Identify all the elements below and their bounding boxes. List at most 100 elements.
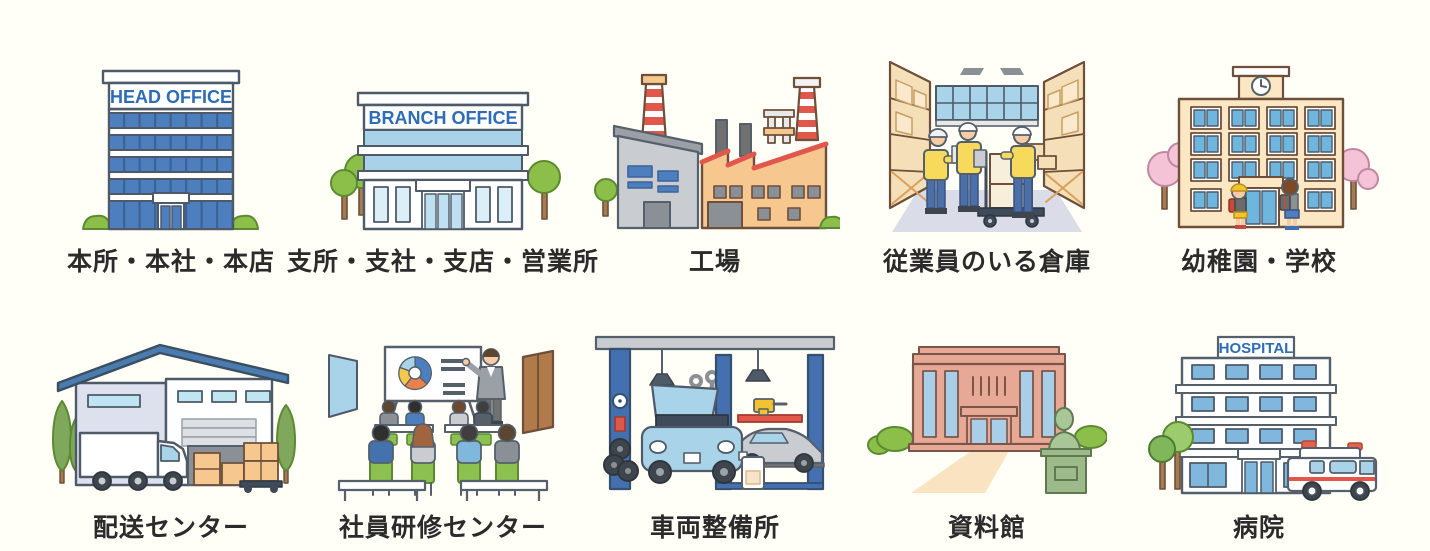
walkway bbox=[911, 451, 1009, 493]
door bbox=[521, 349, 555, 435]
entrance-canopy bbox=[415, 179, 471, 192]
vehicle-maintenance-illustration bbox=[594, 335, 836, 491]
dark-chimneys bbox=[715, 119, 752, 157]
conifer-right bbox=[276, 404, 296, 484]
tire-stack bbox=[603, 438, 639, 482]
factory-left-building bbox=[612, 124, 704, 230]
attendee bbox=[494, 423, 520, 496]
museum-illustration bbox=[867, 346, 1107, 494]
ceiling-lights bbox=[960, 68, 1024, 75]
card-training-center: 社員研修センター bbox=[308, 277, 578, 551]
cell-label: 社員研修センター bbox=[338, 514, 547, 542]
card-distribution-center: 配送センター bbox=[36, 277, 306, 551]
card-museum: 資料館 bbox=[852, 277, 1122, 551]
rack-right bbox=[1042, 60, 1086, 210]
branch-office-illustration: BRANCH OFFICE bbox=[330, 91, 561, 231]
cell-label: 従業員のいる倉庫 bbox=[882, 248, 1091, 276]
training-center-figure bbox=[323, 331, 563, 501]
windows bbox=[1190, 106, 1336, 212]
card-school: 幼稚園・学校 bbox=[1124, 0, 1394, 277]
card-hospital: HOSPITAL bbox=[1124, 277, 1394, 551]
schoolchild-right bbox=[1279, 178, 1300, 230]
blossom-trees-right bbox=[1336, 148, 1379, 210]
bush-left bbox=[867, 426, 914, 455]
card-staffed-warehouse: 従業員のいる倉庫 bbox=[852, 0, 1122, 277]
card-branch-office: BRANCH OFFICE bbox=[287, 0, 598, 277]
trees-left bbox=[1148, 421, 1194, 490]
worker-right bbox=[1000, 126, 1036, 218]
hospital-building: HOSPITAL bbox=[1175, 335, 1337, 495]
roof bbox=[56, 343, 290, 393]
entrance-canopy bbox=[152, 192, 190, 204]
branch-building: BRANCH OFFICE bbox=[356, 91, 530, 231]
crate-stack bbox=[239, 442, 283, 493]
pipe-chimney bbox=[763, 109, 795, 144]
factory-main-building bbox=[699, 141, 829, 230]
cell-label: 車両整備所 bbox=[649, 514, 780, 542]
school-figure bbox=[1139, 65, 1379, 235]
ceiling-beam bbox=[594, 335, 836, 351]
factory-figure bbox=[590, 70, 840, 235]
clock-tower bbox=[1231, 65, 1291, 101]
bush-right bbox=[819, 215, 840, 229]
tree-left bbox=[594, 178, 618, 217]
head-office-illustration: HEAD OFFICE bbox=[82, 69, 259, 231]
staffed-warehouse-illustration bbox=[888, 60, 1086, 232]
entrance bbox=[960, 406, 1018, 445]
hanging-lamp bbox=[745, 348, 771, 382]
hospital-figure: HOSPITAL bbox=[1134, 331, 1384, 501]
card-head-office: HEAD OFFICE 本所・本社・ bbox=[36, 0, 306, 277]
oil-can bbox=[738, 451, 765, 490]
cell-label: 支所・支社・支店・営業所 bbox=[287, 248, 600, 276]
delivery-truck bbox=[78, 431, 189, 491]
distribution-center-figure bbox=[46, 331, 296, 501]
entrance bbox=[157, 202, 185, 230]
training-center-illustration bbox=[328, 345, 555, 501]
vehicle-maintenance-figure bbox=[590, 331, 840, 501]
tree-right bbox=[527, 160, 561, 220]
school-illustration bbox=[1147, 65, 1379, 230]
cell-label: 病院 bbox=[1232, 514, 1285, 542]
worker-left bbox=[923, 128, 965, 214]
head-office-figure: HEAD OFFICE bbox=[61, 67, 281, 235]
entrance bbox=[1237, 448, 1281, 494]
factory-illustration bbox=[594, 73, 840, 230]
row-2: 配送センター bbox=[36, 277, 1394, 551]
tool-shelf bbox=[737, 398, 803, 423]
row-1: HEAD OFFICE 本所・本社・ bbox=[36, 0, 1394, 277]
worker-center bbox=[956, 122, 987, 212]
cell-label: 本所・本社・本店 bbox=[66, 248, 275, 276]
museum-building bbox=[908, 346, 1070, 452]
office-tower: HEAD OFFICE bbox=[101, 69, 241, 231]
branch-office-figure: BRANCH OFFICE bbox=[318, 85, 568, 235]
cell-label: 幼稚園・学校 bbox=[1180, 248, 1337, 276]
warehouse-figure bbox=[872, 60, 1102, 235]
room-window bbox=[328, 354, 358, 418]
front-tables bbox=[337, 479, 549, 501]
striped-chimney-right bbox=[792, 76, 822, 142]
back-tables bbox=[374, 424, 504, 446]
cell-label: 資料館 bbox=[947, 514, 1026, 542]
cell-label: 配送センター bbox=[92, 514, 249, 542]
schoolchild-left bbox=[1228, 183, 1248, 229]
whiteboard bbox=[383, 345, 483, 421]
card-vehicle-maintenance: 車両整備所 bbox=[580, 277, 850, 551]
pie-chart bbox=[398, 356, 432, 391]
school-building bbox=[1177, 97, 1345, 229]
museum-figure bbox=[867, 331, 1107, 501]
distribution-center-illustration bbox=[52, 343, 296, 493]
entrance bbox=[415, 179, 471, 230]
hospital-sign: HOSPITAL bbox=[1219, 340, 1294, 357]
statue bbox=[1040, 407, 1092, 494]
bush-left bbox=[82, 214, 112, 230]
hanging-lamp bbox=[649, 348, 675, 386]
ambulance bbox=[1286, 440, 1378, 501]
loading-bay bbox=[181, 418, 257, 486]
skylight-window bbox=[935, 85, 1039, 127]
blue-car-hood-open bbox=[640, 383, 744, 484]
entrance bbox=[1238, 176, 1284, 228]
branch-office-sign: BRANCH OFFICE bbox=[369, 108, 518, 128]
hospital-illustration: HOSPITAL bbox=[1148, 335, 1378, 501]
card-factory: 工場 bbox=[580, 0, 850, 277]
